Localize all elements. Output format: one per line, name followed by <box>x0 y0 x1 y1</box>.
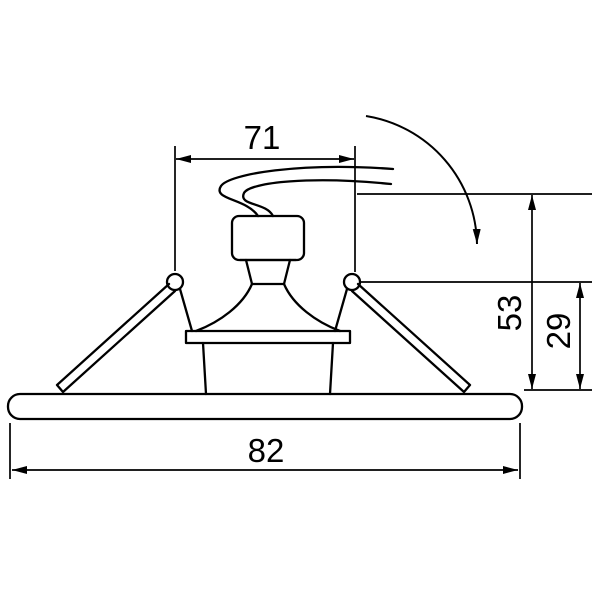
pivot-left <box>165 272 185 292</box>
spring-clip-left <box>55 282 177 394</box>
fixture-rim <box>184 329 352 345</box>
tilt-direction-arrow <box>365 115 481 245</box>
dimension-label-height-pivot: 29 <box>540 313 577 350</box>
trim-plate <box>6 392 524 421</box>
dimension-label-overall-width: 82 <box>248 432 285 469</box>
dimension-label-height-total: 53 <box>491 295 528 332</box>
dimension-annotations: 71 53 29 82 <box>9 115 592 479</box>
pivot-bracket-right <box>333 287 349 333</box>
neck-left-edge <box>244 258 254 286</box>
dimension-label-top-width: 71 <box>244 119 281 156</box>
neck-right-edge <box>282 258 292 286</box>
lamp-socket <box>230 214 306 262</box>
bulb-cone-right <box>282 282 342 333</box>
fixture-drawing <box>6 165 524 421</box>
body-side-left <box>201 341 208 396</box>
bulb-cone-left <box>194 282 254 333</box>
wire-lower <box>242 179 393 218</box>
pivot-bracket-left <box>178 287 194 333</box>
body-side-right <box>328 341 335 396</box>
pivot-right <box>342 272 362 292</box>
spring-clip-right <box>350 282 472 394</box>
wire-upper <box>218 165 395 218</box>
